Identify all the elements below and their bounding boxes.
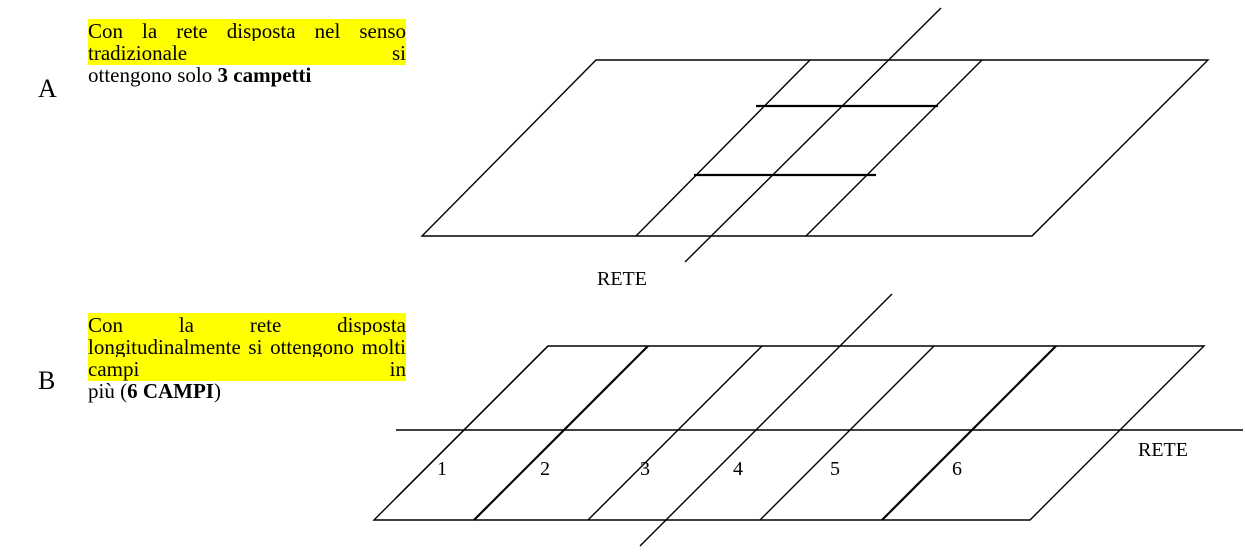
section-b-line1: Con la rete disposta [88, 313, 406, 337]
section-a-caption: Con la rete disposta nel senso tradizion… [88, 19, 407, 87]
diagram-b-divider-4 [881, 345, 1057, 521]
diagram-b-field-dividers [395, 345, 1057, 521]
diagram-b-divider-3 [759, 345, 935, 521]
diagram-b-field-number: 1 [437, 458, 447, 480]
diagram-a-net-line [684, 7, 942, 263]
diagram-a-field-right-border [805, 59, 983, 237]
diagram-a-field-left-border [635, 59, 811, 237]
diagram-b-divider-2 [587, 345, 763, 521]
diagram-b-field-number: 5 [830, 458, 840, 480]
section-b-letter: B [38, 366, 56, 395]
section-b-caption: Con la rete disposta longitudinalmente s… [88, 313, 407, 403]
diagram-b-court-outline [372, 345, 1206, 521]
diagram-b-field-number: 4 [733, 458, 743, 480]
section-b-line2: longitudinalmente si [88, 335, 263, 359]
diagram-b-net-label: RETE [1138, 439, 1188, 461]
diagram-a-net-label: RETE [597, 268, 647, 290]
section-a-line1: Con la rete disposta nel [88, 19, 341, 43]
diagram-b-field-number: 2 [540, 458, 550, 480]
diagram-b-divider-1 [473, 345, 649, 521]
section-b-line4-end: ) [213, 379, 221, 403]
diagram-b-diagonal [639, 293, 893, 547]
section-b-line4: più ( [88, 379, 128, 403]
section-a-emphasis: 3 campetti [217, 63, 312, 87]
section-a-line3: ottengono solo [88, 63, 218, 87]
diagram-b-field-number: 3 [640, 458, 650, 480]
diagram-a: RETE [420, 7, 1210, 290]
diagram-a-court-outline [420, 59, 1210, 237]
diagram-b-divider-left [395, 345, 549, 499]
diagram-b-field-number: 6 [952, 458, 962, 480]
diagram-b-field-numbers: 1 2 3 4 5 6 [437, 458, 962, 480]
section-a-line2: senso tradizionale si [88, 19, 407, 65]
diagram-b: 1 2 3 4 5 6 RETE [372, 293, 1243, 547]
section-b-line3: ottengono molti campi in [88, 335, 407, 381]
section-b-emphasis: 6 CAMPI [127, 379, 214, 403]
section-a-letter: A [38, 74, 57, 103]
